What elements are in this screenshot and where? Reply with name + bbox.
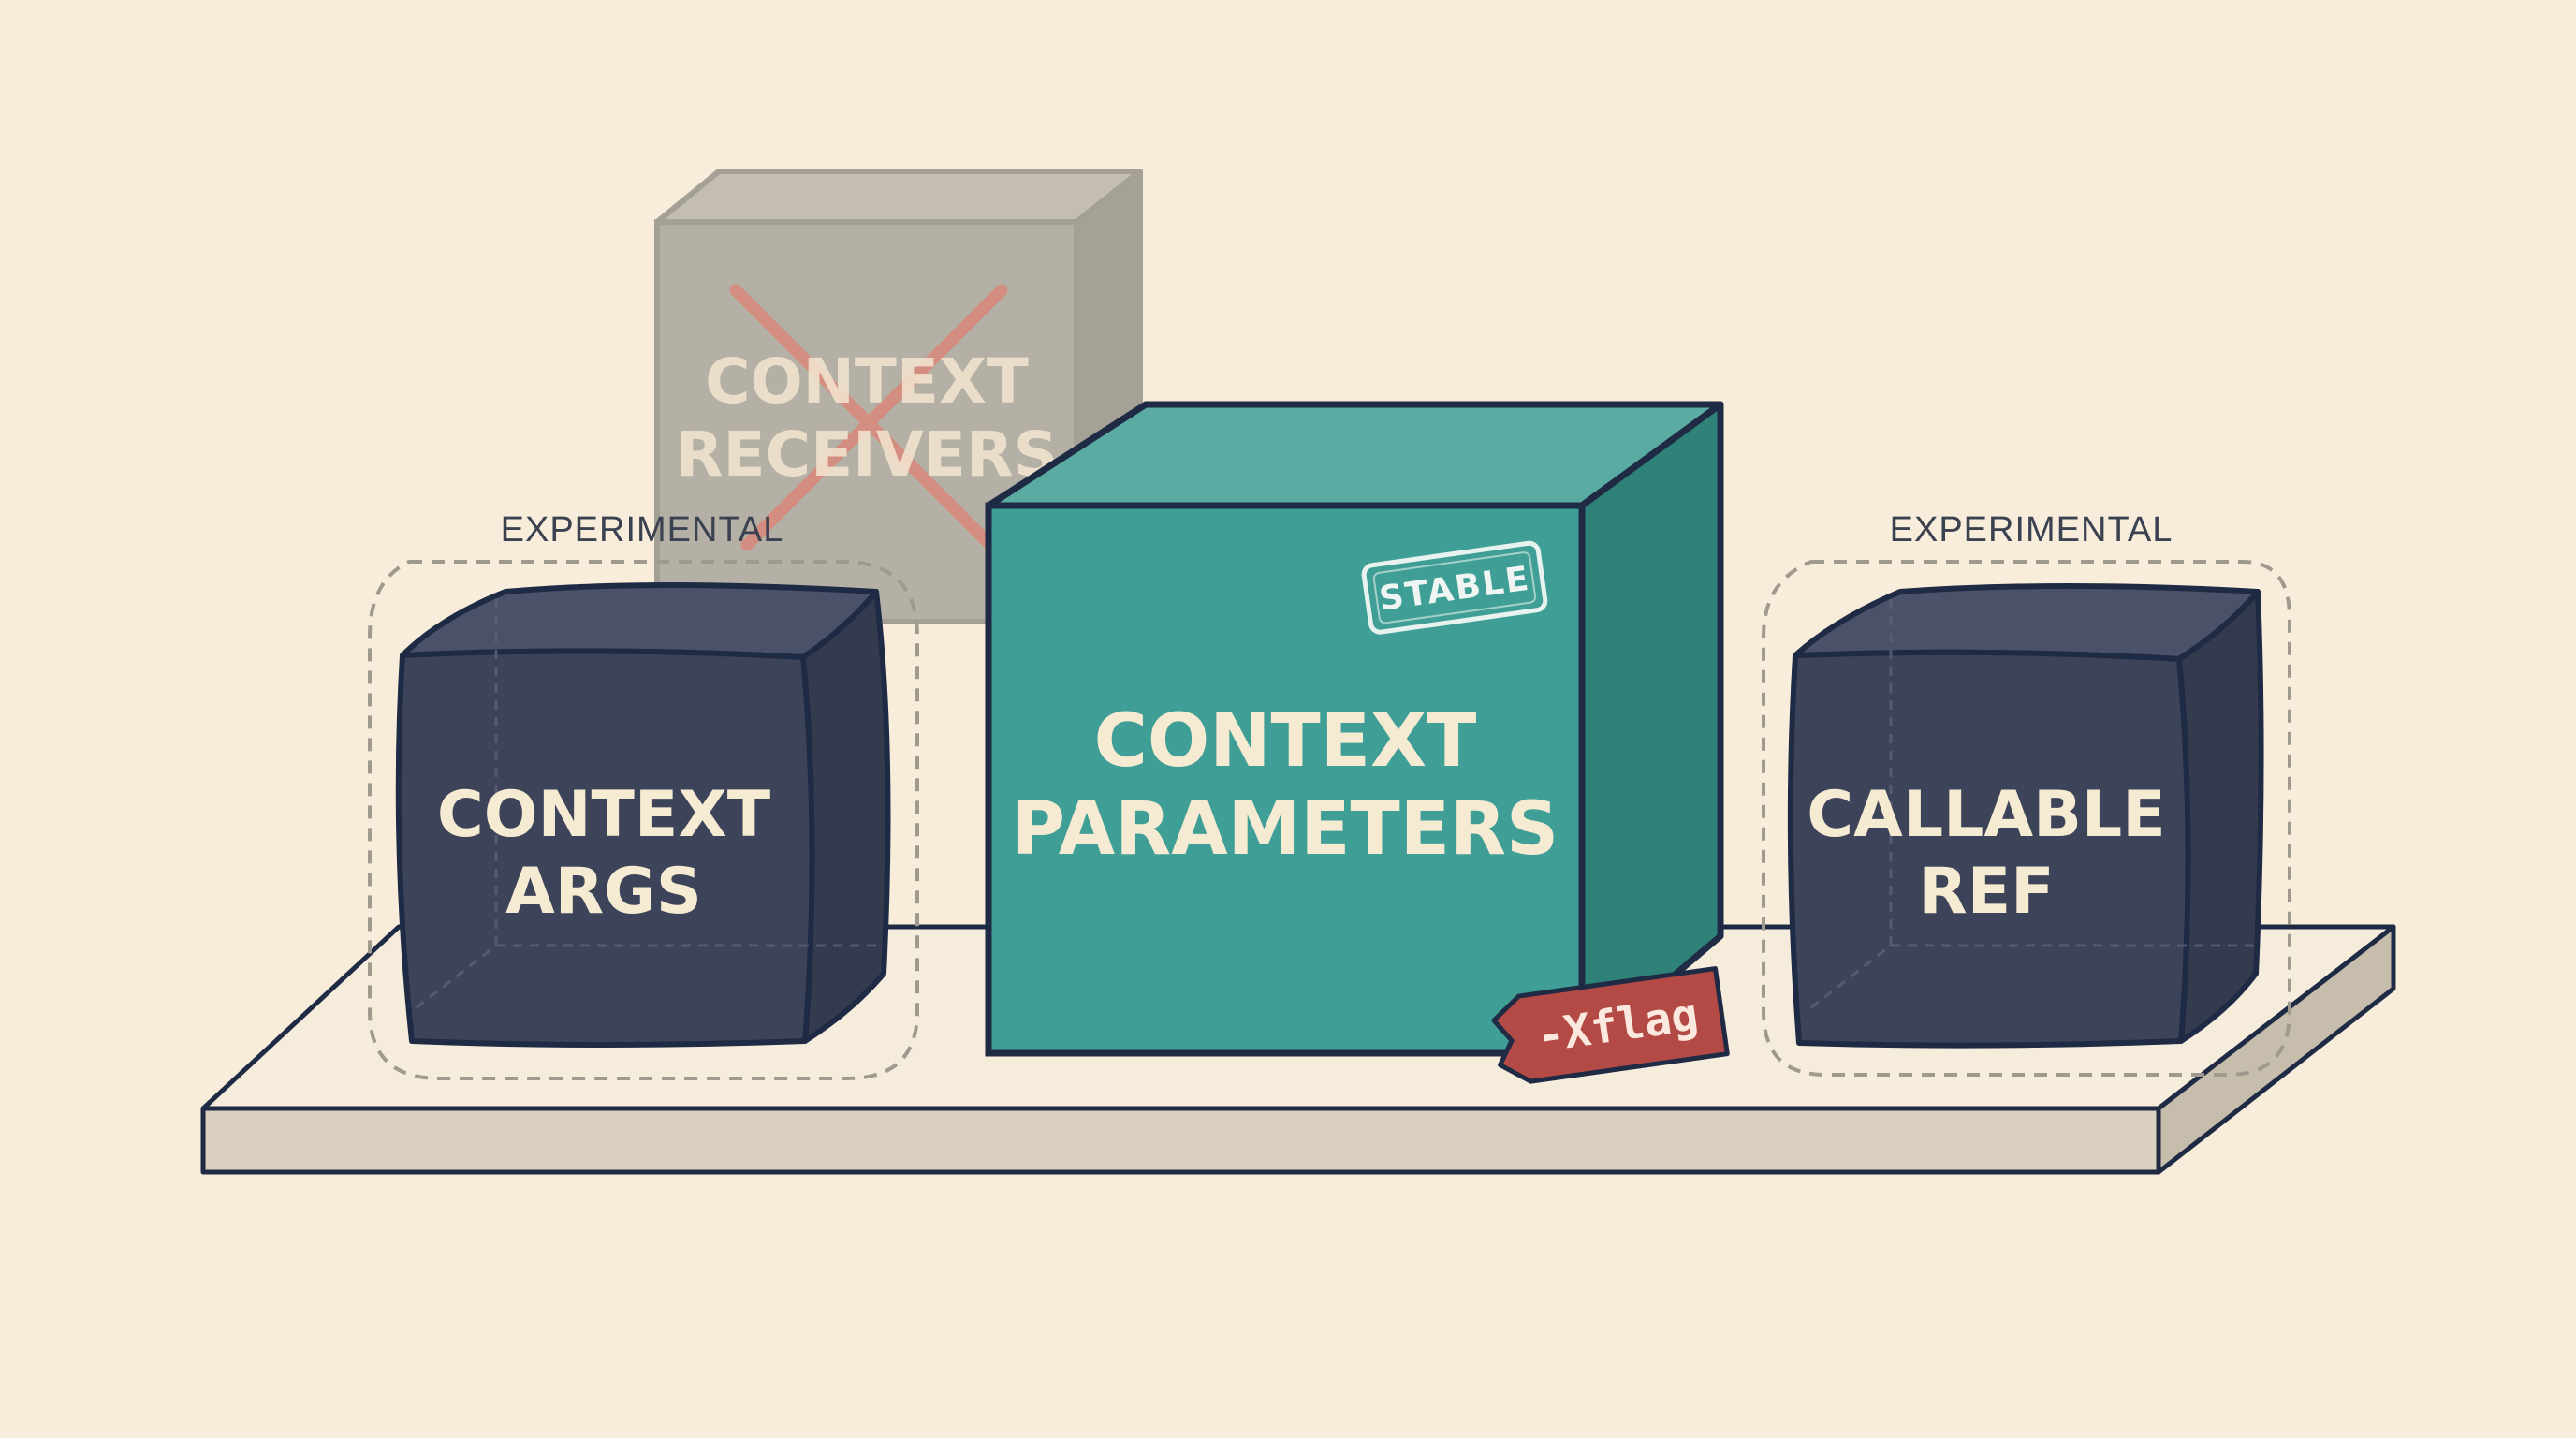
- stable-stamp-border: [1361, 540, 1548, 635]
- context-args-label-line2: ARGS: [505, 855, 702, 929]
- context-receivers-label-line1: CONTEXT: [705, 345, 1029, 418]
- callable-ref-box: EXPERIMENTAL CALLABLE REF: [1762, 510, 2291, 1077]
- context-parameters-box-front: [985, 502, 1586, 1057]
- context-parameters-box: STABLE CONTEXT PARAMETERS -Xflag: [985, 401, 1730, 1084]
- context-args-inner-edges: [411, 599, 876, 1013]
- stable-stamp-inner-border: [1372, 551, 1537, 624]
- context-args-label-line1: CONTEXT: [437, 778, 771, 852]
- callable-ref-inner-edges: [1806, 599, 2256, 1013]
- deprecated-cross-icon: [729, 284, 1008, 551]
- shelf-side: [2156, 924, 2396, 1175]
- xflag-tag-shape: [1491, 966, 1730, 1084]
- context-parameters-box-side: [1578, 401, 1724, 1057]
- callable-ref-box-front: [1787, 649, 2191, 1049]
- callable-ref-label-line1: CALLABLE: [1807, 778, 2165, 852]
- context-receivers-label-line2: RECEIVERS: [676, 418, 1059, 491]
- callable-ref-dashed-outline: [1762, 560, 2291, 1077]
- context-parameters-label-line2: PARAMETERS: [1012, 787, 1559, 872]
- stable-stamp: STABLE: [1361, 540, 1548, 635]
- callable-ref-status-caption: EXPERIMENTAL: [1890, 510, 2174, 550]
- callable-ref-box-top: [1793, 583, 2261, 662]
- callable-ref-label-line2: REF: [1918, 855, 2054, 929]
- shelf-front: [200, 1106, 2161, 1175]
- context-args-dashed-outline: [368, 560, 919, 1080]
- callable-ref-box-side: [2176, 589, 2264, 1044]
- context-args-box-side: [800, 589, 891, 1044]
- context-args-box-top: [400, 582, 879, 660]
- context-parameters-label-line1: CONTEXT: [1094, 699, 1477, 784]
- xflag-tag: -Xflag: [1491, 966, 1730, 1084]
- context-args-box: EXPERIMENTAL CONTEXT ARGS: [368, 510, 919, 1080]
- context-receivers-box-top: [654, 169, 1143, 225]
- context-args-status-caption: EXPERIMENTAL: [501, 510, 784, 550]
